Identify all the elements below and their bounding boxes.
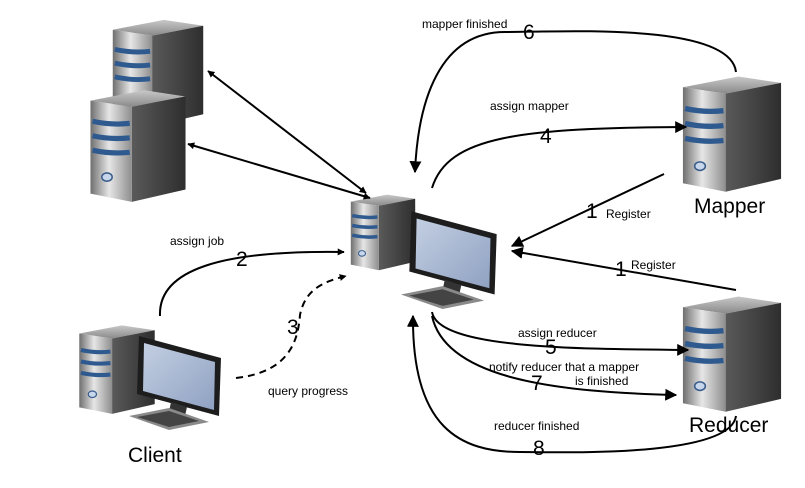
reducer-finished-arrow — [406, 314, 737, 454]
reducer-register-arrow — [510, 246, 737, 291]
reducer-register-step: 1 — [615, 258, 627, 281]
notify-reducer-arrow — [431, 315, 678, 401]
notify-reducer-label-line2: is finished — [575, 374, 628, 388]
mapper-finished-step: 6 — [523, 21, 535, 44]
mapper-register-arrow — [510, 173, 665, 247]
server-link-lower — [187, 142, 371, 200]
assign-mapper-label: assign mapper — [490, 99, 569, 113]
master-server-icon — [348, 192, 418, 273]
query-progress-arrow — [235, 274, 347, 379]
mapper-register-step: 1 — [586, 200, 598, 223]
assign-mapper-arrow — [431, 121, 688, 189]
assign-reducer-step: 5 — [545, 336, 557, 359]
assign-reducer-arrow — [431, 311, 690, 356]
reducer-finished-step: 8 — [533, 437, 545, 460]
assign-reducer-label: assign reducer — [518, 326, 597, 340]
mapper-server-icon — [683, 77, 781, 192]
master-workstation-icon — [401, 211, 497, 309]
assign-job-arrow — [158, 248, 345, 317]
reducer-label: Reducer — [689, 414, 768, 437]
notify-reducer-label-line1: notify reducer that a mapper — [489, 360, 639, 374]
notify-reducer-step: 7 — [531, 372, 543, 395]
reducer-finished-label: reducer finished — [494, 419, 579, 433]
client-label: Client — [128, 444, 182, 467]
reducer-server-icon — [683, 297, 781, 412]
assign-job-label: assign job — [170, 234, 224, 248]
query-progress-label: query progress — [268, 384, 348, 398]
mapper-finished-arrow — [409, 30, 737, 174]
server-link-upper — [207, 70, 367, 194]
server-icon — [90, 90, 185, 202]
client-workstation-icon — [129, 336, 221, 430]
assign-job-step: 2 — [236, 248, 248, 271]
reducer-register-label: Register — [631, 258, 676, 272]
assign-mapper-step: 4 — [540, 125, 552, 148]
mapper-register-label: Register — [606, 207, 651, 221]
mapper-label: Mapper — [694, 195, 765, 218]
mapper-finished-label: mapper finished — [422, 17, 507, 31]
query-progress-step: 3 — [287, 316, 299, 339]
